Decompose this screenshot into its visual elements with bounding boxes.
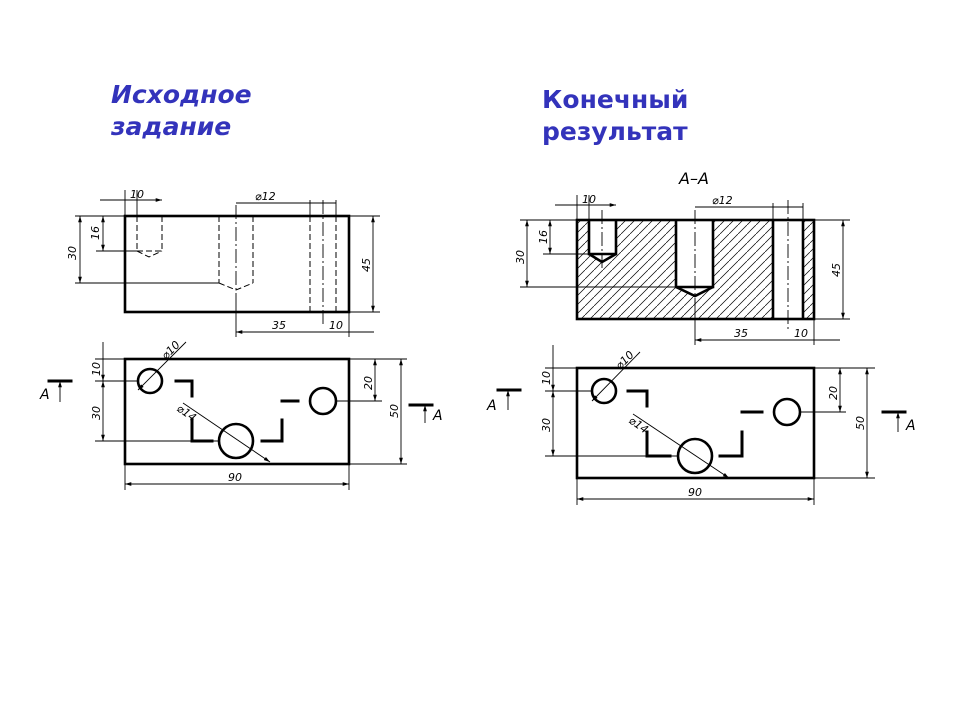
right-cut-line-3 (718, 430, 744, 458)
left-dim-35: 35 (272, 319, 286, 332)
left-dim-30: 30 (90, 406, 103, 420)
left-cut-marker-left: A (39, 379, 73, 403)
right-hole-through (772, 397, 802, 427)
right-top-outline (575, 366, 816, 480)
right-dim-10-bottom: 10 (794, 327, 808, 340)
left-dim-diam-12: ⌀12 (255, 190, 276, 203)
right-dim-16: 16 (537, 230, 550, 244)
right-top-view: A A ⌀10 ⌀14 10 30 20 50 (486, 345, 916, 505)
left-hole-large (217, 422, 255, 460)
heading-result-line-1: Конечный (542, 85, 689, 114)
right-dim-45: 45 (830, 263, 843, 277)
left-dim-10: 10 (90, 362, 103, 376)
left-hole-small (136, 367, 164, 395)
heading-original-line-1: Исходное (111, 80, 252, 109)
left-dim-10-bottom: 10 (329, 319, 343, 332)
right-cut-marker-right: A (881, 410, 916, 434)
heading-original-task: Исходное задание (111, 79, 252, 143)
left-cut-line-2 (190, 417, 214, 443)
left-top-dimensions: ⌀10 ⌀14 10 30 20 50 90 (90, 338, 407, 490)
left-dim-30: 30 (66, 246, 79, 260)
right-cut-line-1 (626, 389, 649, 408)
left-front-hidden-hole-blind (218, 205, 254, 300)
right-dim-10: 10 (540, 371, 553, 385)
left-dim-90: 90 (228, 471, 242, 484)
left-top-view: A A ⌀10 ⌀14 10 30 20 50 (39, 338, 443, 490)
left-dim-45: 45 (360, 258, 373, 272)
left-cut-marker-right: A (408, 403, 443, 424)
right-cut-line-2 (645, 430, 672, 458)
section-hole-blind-edge (674, 220, 715, 289)
section-hole-blind-tip (675, 285, 714, 298)
left-cut-line-3 (260, 418, 284, 443)
right-section-view: 10 ⌀12 30 16 45 35 10 (514, 193, 850, 345)
left-front-view: 10 ⌀12 30 16 45 35 10 (66, 188, 380, 337)
right-dim-30: 30 (540, 418, 553, 432)
right-dim-diam-12: ⌀12 (712, 194, 733, 207)
right-hole-small (590, 377, 618, 405)
left-dim-diam-14: ⌀14 (174, 402, 198, 424)
right-section-dimensions: 10 ⌀12 30 16 45 35 10 (514, 193, 850, 345)
heading-final-result: Конечный результат (542, 84, 688, 148)
left-dim-20: 20 (362, 376, 375, 390)
right-dim-30: 30 (514, 250, 527, 264)
left-dim-top-10: 10 (130, 188, 144, 201)
right-cut-label-right: A (905, 418, 916, 434)
left-front-hidden-hole-through (309, 200, 337, 325)
right-dim-90: 90 (688, 486, 702, 499)
left-front-hidden-hole-small (136, 216, 163, 258)
section-hole-blind-void (676, 220, 713, 296)
left-hole-through (308, 386, 338, 416)
right-dim-20: 20 (827, 386, 840, 400)
left-cut-label-right: A (432, 408, 443, 424)
section-hatch-right (803, 220, 814, 319)
right-cut-label-left: A (486, 398, 497, 414)
left-front-dimensions: 10 ⌀12 30 16 45 35 10 (66, 188, 380, 337)
right-dim-top-10: 10 (582, 193, 596, 206)
left-top-outline (123, 357, 351, 466)
right-dim-35: 35 (734, 327, 748, 340)
left-dim-16: 16 (89, 226, 102, 240)
right-section-outline (575, 218, 816, 321)
section-label: A–A (678, 169, 709, 188)
section-hole-small-void (589, 220, 616, 262)
right-dim-50: 50 (854, 416, 867, 430)
right-hole-large (676, 437, 714, 475)
left-dim-50: 50 (388, 404, 401, 418)
heading-original-line-2: задание (111, 112, 232, 141)
heading-result-line-2: результат (542, 117, 688, 146)
left-front-outline (123, 214, 351, 314)
left-cut-line-1 (174, 379, 194, 398)
right-cut-marker-left: A (486, 388, 522, 414)
left-cut-label-left: A (39, 387, 50, 403)
section-hole-small-edge (587, 220, 618, 256)
